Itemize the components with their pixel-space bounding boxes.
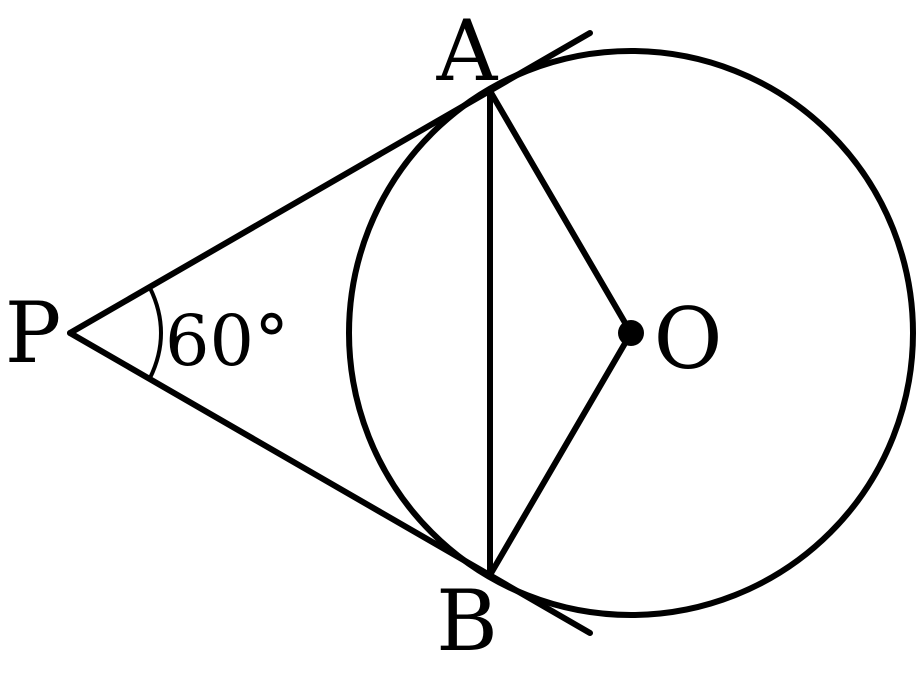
label-point-a: A xyxy=(436,2,499,100)
circle xyxy=(346,48,916,618)
tangent-line-pb xyxy=(67,330,593,636)
center-point-o xyxy=(618,320,644,346)
radius-ob xyxy=(487,330,634,578)
radius-oa xyxy=(487,88,634,336)
label-point-o: O xyxy=(654,290,723,388)
label-point-p: P xyxy=(5,284,62,382)
angle-arc-p xyxy=(148,287,163,379)
angle-label-p: 60° xyxy=(165,300,289,382)
label-point-b: B xyxy=(436,572,498,670)
tangent-line-pa xyxy=(67,30,593,336)
